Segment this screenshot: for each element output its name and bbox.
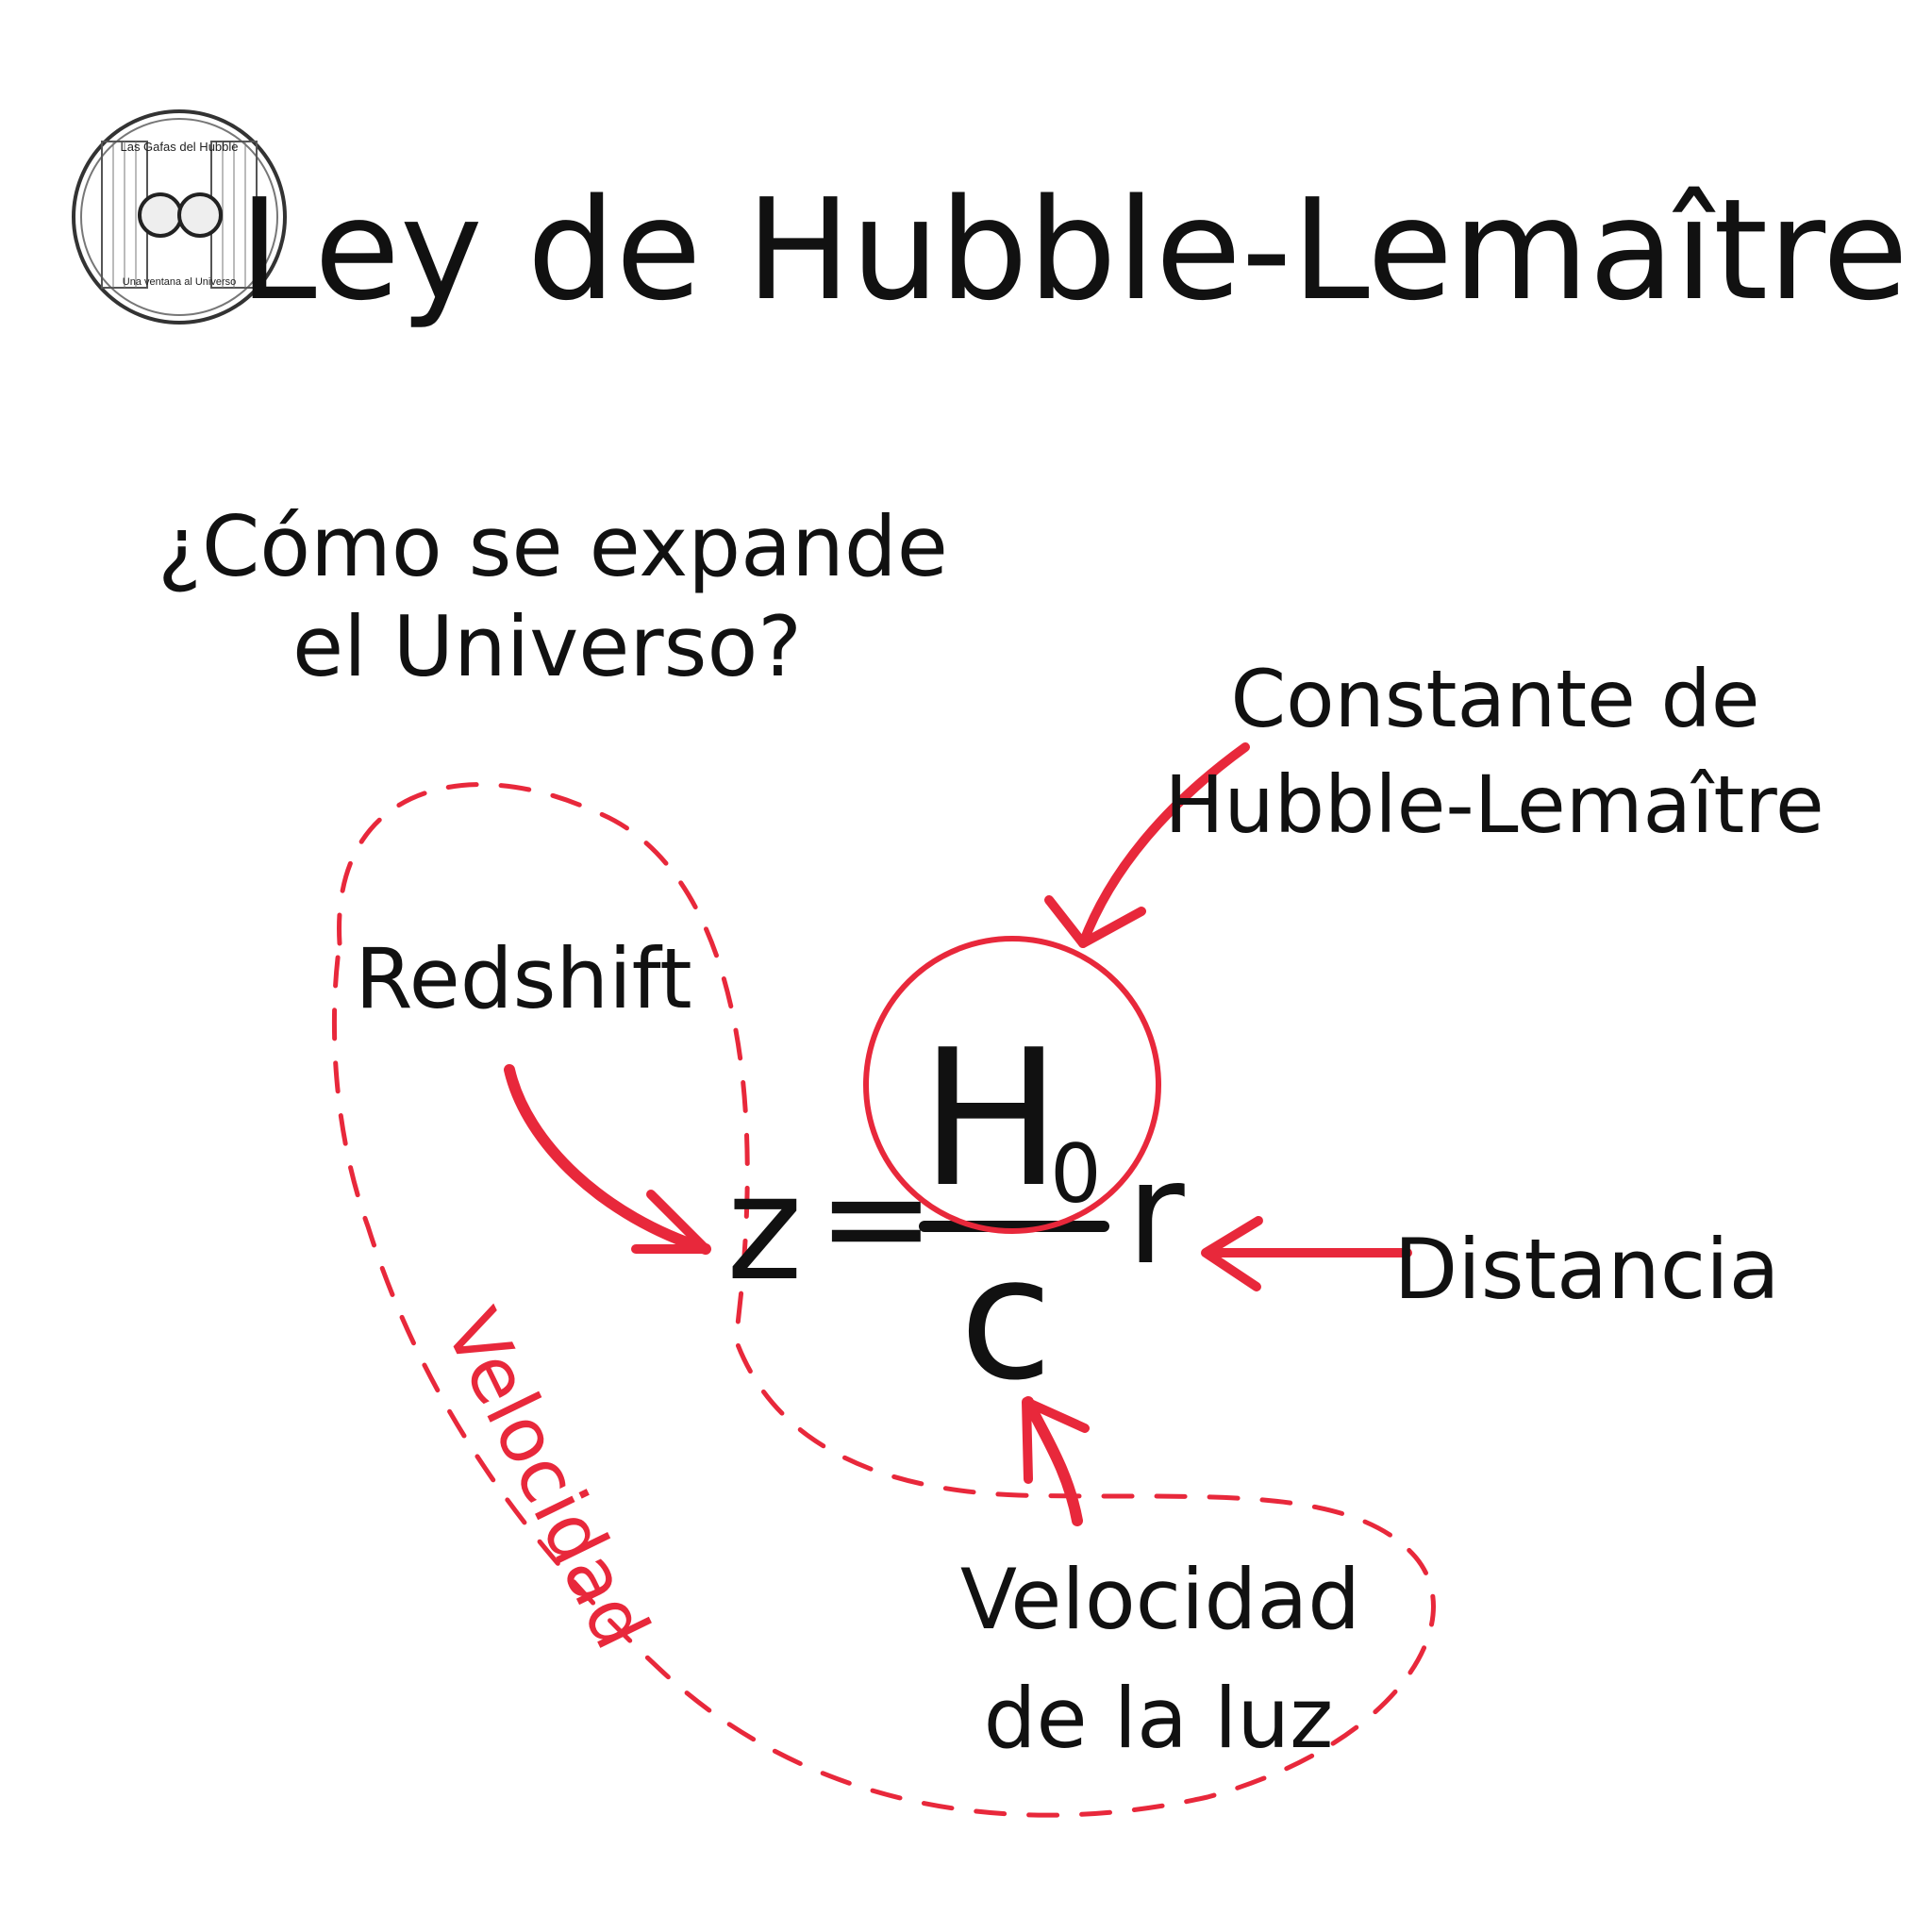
arrow-redshift <box>504 1064 711 1255</box>
question-line-2: el Universo? <box>292 598 802 695</box>
hubble-constant-highlight-circle <box>863 936 1161 1234</box>
page-title: Ley de Hubble-Lemaître <box>239 169 1908 331</box>
light-speed-label-line-2: de la luz <box>984 1670 1334 1767</box>
formula-r: r <box>1126 1132 1185 1296</box>
light-speed-label-line-1: Velocidad <box>960 1551 1360 1648</box>
arrow-light-speed <box>1023 1396 1083 1526</box>
formula-c: c <box>959 1221 1053 1418</box>
question-line-1: ¿Cómo se expande <box>158 498 948 595</box>
arrow-constant <box>1078 742 1250 948</box>
formula-z: z <box>726 1144 803 1313</box>
formula-equals: = <box>817 1136 936 1300</box>
velocity-region-outline <box>331 782 1436 1818</box>
velocity-region-label: Velocidad <box>427 1296 666 1661</box>
logo-bottom-text: Una ventana al Universo <box>123 276 236 288</box>
logo: Las Gafas del Hubble Una ventana al Univ… <box>72 109 287 325</box>
constant-label-line-2: Hubble-Lemaître <box>1164 758 1824 851</box>
arrow-redshift-head <box>631 1190 710 1254</box>
distance-label: Distancia <box>1393 1221 1779 1318</box>
redshift-label: Redshift <box>355 930 691 1027</box>
constant-label-line-1: Constante de <box>1230 653 1759 745</box>
logo-top-text: Las Gafas del Hubble <box>120 140 238 154</box>
arrow-distance-head <box>1201 1216 1263 1291</box>
arrow-constant-head <box>1044 895 1146 948</box>
arrow-light-speed-head <box>1022 1397 1090 1484</box>
formula-H: H <box>920 1009 1061 1229</box>
